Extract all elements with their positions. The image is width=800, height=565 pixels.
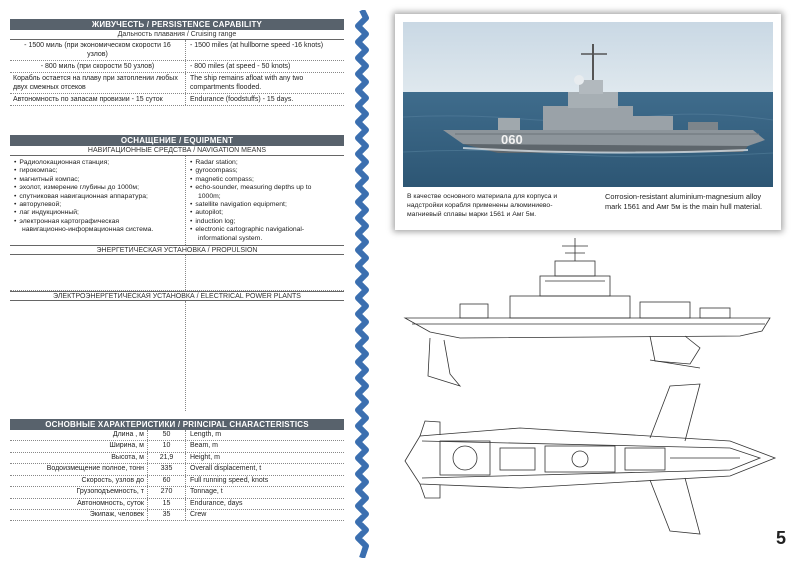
persistence-ru: Корабль остается на плаву при затоплении…: [10, 73, 186, 93]
char-label-ru: Длина , м: [10, 430, 148, 441]
char-label-en: Full running speed, knots: [190, 476, 269, 484]
propulsion-subheader: ЭНЕРГЕТИЧЕСКАЯ УСТАНОВКА / PROPULSION: [10, 245, 344, 256]
list-item: авторулевой;: [14, 201, 182, 209]
char-label-ru: Автономность, суток: [10, 498, 148, 509]
power-plants-subheader: ЭЛЕКТРОЭНЕРГЕТИЧЕСКАЯ УСТАНОВКА / ELECTR…: [10, 291, 344, 302]
list-item: спутниковая навигационная аппаратура;: [14, 193, 182, 201]
persistence-ru: - 800 миль (при скорости 50 узлов): [10, 61, 186, 72]
char-value: 21,9: [148, 452, 186, 464]
table-row: Высота, м 21,9 Height, m: [10, 452, 344, 465]
persistence-header: ЖИВУЧЕСТЬ / PERSISTENCE CAPABILITY: [10, 19, 344, 30]
list-item: Radar station;: [190, 159, 341, 167]
cruising-range-subheader: Дальность плавания / Cruising range: [10, 30, 344, 40]
navigation-list-en: Radar station; gyrocompass; magnetic com…: [186, 156, 344, 245]
list-item: satellite navigation equipment;: [190, 201, 341, 209]
list-item: 1000m;: [198, 192, 221, 200]
persistence-ru: - 1500 миль (при экономическом скорости …: [10, 40, 186, 60]
char-label-ru: Грузоподъемность, т: [10, 487, 148, 498]
list-item: electronic cartographic navigational-: [190, 226, 341, 234]
char-label-en: Beam, m: [190, 442, 219, 450]
char-label-en: Endurance, days: [190, 499, 243, 507]
list-item: informational system.: [198, 234, 263, 242]
char-label-ru: Экипаж, человек: [10, 509, 148, 521]
list-item: echo-sounder, measuring depths up to: [190, 184, 341, 192]
list-item: induction log;: [190, 218, 341, 226]
char-label-ru: Водоизмещение полное, тонн: [10, 464, 148, 475]
persistence-en: - 800 miles (at speed - 50 knots): [190, 63, 291, 70]
equipment-header: ОСНАЩЕНИЕ / EQUIPMENT: [10, 135, 344, 146]
power-plants-block: [10, 301, 344, 412]
list-item: навигационно-информационная система.: [22, 226, 154, 234]
table-row: Ширина, м 10 Beam, m: [10, 441, 344, 453]
char-label-ru: Скорость, узлов до: [10, 475, 148, 487]
char-label-en: Tonnage, t: [190, 488, 223, 496]
list-item: магнитный компас;: [14, 176, 182, 184]
caption-en: Corrosion-resistant aluminium-magnesium …: [605, 192, 763, 211]
char-value: 10: [148, 441, 186, 452]
navigation-subheader: НАВИГАЦИОННЫЕ СРЕДСТВА / NAVIGATION MEAN…: [10, 146, 344, 156]
ship-drawings: [403, 238, 777, 535]
list-item: autopilot;: [190, 209, 341, 217]
persistence-row: - 800 миль (при скорости 50 узлов) - 800…: [10, 61, 344, 73]
char-label-en: Crew: [190, 510, 207, 518]
persistence-en: Endurance (foodstuffs) - 15 days.: [190, 96, 294, 103]
char-value: 60: [148, 475, 186, 487]
char-label-ru: Ширина, м: [10, 441, 148, 452]
char-label-en: Height, m: [190, 453, 220, 461]
char-label-en: Length, m: [190, 431, 222, 439]
char-value: 335: [148, 464, 186, 475]
table-row: Скорость, узлов до 60 Full running speed…: [10, 475, 344, 488]
char-value: 35: [148, 509, 186, 521]
ship-photo: 060: [403, 22, 773, 187]
table-row: Автономность, суток 15 Endurance, days: [10, 498, 344, 510]
char-value: 50: [148, 430, 186, 441]
hull-number: 060: [501, 132, 523, 147]
char-label-en: Overall displacement, t: [190, 465, 262, 473]
char-label-ru: Высота, м: [10, 452, 148, 464]
characteristics-header: ОСНОВНЫЕ ХАРАКТЕРИСТИКИ / PRINCIPAL CHAR…: [10, 419, 344, 431]
propulsion-block: [10, 255, 344, 292]
persistence-ru: Автономность по запасам провизии - 15 су…: [10, 94, 186, 105]
list-item: лаг индукционный;: [14, 209, 182, 217]
spiral-binding: [355, 10, 369, 558]
navigation-list-ru: Радиолокационная станция; гирокомпас; ма…: [10, 156, 185, 237]
page-number: 5: [776, 528, 787, 548]
table-row: Водоизмещение полное, тонн 335 Overall d…: [10, 464, 344, 476]
list-item: электронная картографическая: [14, 218, 182, 226]
table-row: Длина , м 50 Length, m: [10, 430, 344, 442]
list-item: gyrocompass;: [190, 167, 341, 175]
persistence-row: Автономность по запасам провизии - 15 су…: [10, 94, 344, 106]
spec-table: ЖИВУЧЕСТЬ / PERSISTENCE CAPABILITY Дальн…: [10, 19, 344, 522]
photo-card: 060 В качестве основного материала для к…: [395, 14, 781, 230]
list-item: Радиолокационная станция;: [14, 159, 182, 167]
char-value: 15: [148, 498, 186, 509]
table-row: Экипаж, человек 35 Crew: [10, 509, 344, 522]
persistence-row: - 1500 миль (при экономическом скорости …: [10, 40, 344, 61]
list-item: гирокомпас;: [14, 167, 182, 175]
persistence-en: - 1500 miles (at hullborne speed -16 kno…: [190, 42, 324, 49]
persistence-row: Корабль остается на плаву при затоплении…: [10, 73, 344, 94]
persistence-en: The ship remains afloat with any two com…: [190, 75, 304, 91]
list-item: эхолот, измерение глубины до 1000м;: [14, 184, 182, 192]
char-value: 270: [148, 487, 186, 498]
navigation-lists: Радиолокационная станция; гирокомпас; ма…: [10, 156, 344, 246]
caption-ru: В качестве основного материала для корпу…: [407, 193, 558, 218]
list-item: magnetic compass;: [190, 176, 341, 184]
table-row: Грузоподъемность, т 270 Tonnage, t: [10, 487, 344, 499]
